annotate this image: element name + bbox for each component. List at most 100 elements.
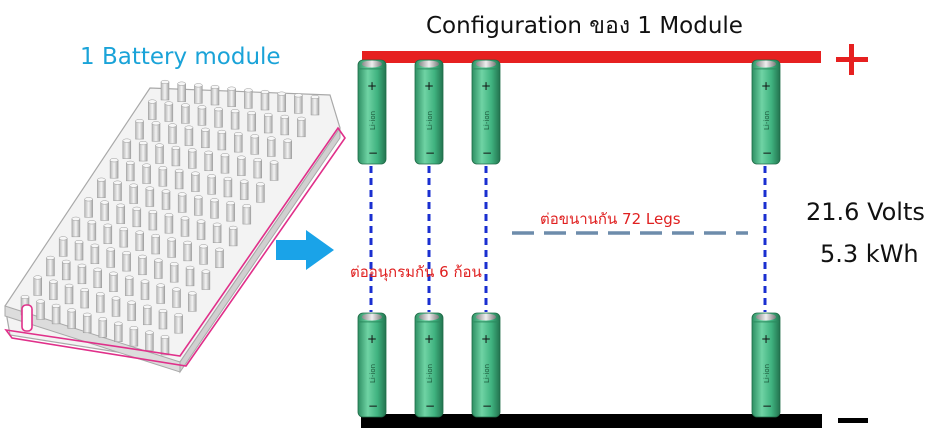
energy-spec: 5.3 kWh xyxy=(820,240,919,268)
module-cell-rod-top xyxy=(109,158,119,163)
module-cell-rod-top xyxy=(183,240,192,245)
module-cell-rod xyxy=(180,218,190,237)
module-cell-rod-top xyxy=(51,303,61,308)
module-cell-rod xyxy=(191,173,200,192)
module-cell-rod xyxy=(201,271,211,290)
module-cell-rod xyxy=(188,150,197,169)
module-cell-rod-top xyxy=(98,317,108,322)
module-cell-rod-top xyxy=(174,313,183,318)
module-cell-rod-top xyxy=(138,141,148,146)
module-cell-rod xyxy=(138,256,147,276)
module-cell-rod-top xyxy=(119,227,129,232)
module-cell-rod xyxy=(87,222,97,241)
module-cell-rod-top xyxy=(145,186,155,191)
module-cell-rod-top xyxy=(223,176,233,181)
module-cell-rod xyxy=(247,112,256,132)
module-cell-rod xyxy=(234,133,243,153)
module-cell-rod xyxy=(114,323,123,342)
module-cell-rod-top xyxy=(194,83,203,88)
module-cell-rod xyxy=(174,314,183,334)
parallel-label: ต่อขนานกัน 72 Legs xyxy=(540,210,681,228)
module-cell-rod-top xyxy=(226,201,235,206)
module-cell-rod xyxy=(210,86,220,106)
module-cell-rod xyxy=(230,110,240,130)
module-cell-rod xyxy=(184,127,194,146)
module-cell-rod xyxy=(223,178,233,198)
module-cell-rod-top xyxy=(280,114,290,119)
module-cell-rod xyxy=(204,152,213,172)
module-cell-rod xyxy=(160,81,170,101)
module-cell-rod xyxy=(49,281,58,300)
module-cell-rod xyxy=(90,245,100,264)
module-cell-rod-top xyxy=(256,182,265,187)
module-cell-rod xyxy=(256,184,265,203)
module-cell-rod-top xyxy=(116,203,126,208)
module-cell-rod-top xyxy=(122,138,132,143)
module-cell-rod-top xyxy=(227,86,236,91)
module-cell-rod-top xyxy=(100,200,109,205)
module-cell-rod-top xyxy=(61,259,71,264)
module-cell-rod xyxy=(194,197,203,216)
cell-top-2 xyxy=(414,59,444,165)
minus-terminal-icon xyxy=(838,418,868,423)
module-cell-rod-top xyxy=(148,99,157,104)
module-cell-rod-top xyxy=(185,265,195,270)
module-cell-rod-top xyxy=(253,157,262,163)
module-cell-rod xyxy=(227,88,236,107)
module-cell-rod-top xyxy=(228,225,238,230)
module-cell-rod-top xyxy=(82,312,92,317)
negative-bus-bar xyxy=(361,414,822,428)
module-cell-rod-top xyxy=(114,321,123,326)
module-cell-rod xyxy=(169,263,179,283)
module-cell-rod-top xyxy=(214,107,223,112)
plus-terminal-icon xyxy=(836,44,868,75)
module-cell-rod xyxy=(109,273,118,292)
arrow-icon xyxy=(276,230,334,270)
module-cell-rod-top xyxy=(180,216,190,221)
module-cell-rod-top xyxy=(106,247,116,252)
series-connection-lines xyxy=(369,166,767,312)
module-cell-rod xyxy=(199,246,208,265)
module-cell-rod xyxy=(263,114,273,134)
module-cell-rod-top xyxy=(263,112,273,118)
module-cell-rod-top xyxy=(74,240,84,245)
module-cell-rod xyxy=(237,157,246,176)
module-cell-rod xyxy=(155,145,164,164)
series-label: ต่ออนุกรมกัน 6 ก้อน xyxy=(350,263,482,281)
module-cell-rod-top xyxy=(84,197,93,202)
module-cell-rod-top xyxy=(122,251,131,256)
module-cell-rod xyxy=(185,267,195,287)
module-cell-rod-top xyxy=(172,287,181,292)
module-cell-rod xyxy=(260,91,270,111)
module-cell-rod-top xyxy=(177,81,186,86)
module-cell-rod-top xyxy=(111,296,121,301)
module-cell-rod-top xyxy=(199,244,208,249)
module-cell-rod-top xyxy=(154,258,163,263)
module-cell-rod-top xyxy=(129,326,139,331)
module-cell-rod-top xyxy=(210,84,220,90)
module-cell-rod xyxy=(122,252,131,272)
module-cell-rod-top xyxy=(204,150,213,155)
module-cell-rod-top xyxy=(217,129,227,134)
module-cell-rod xyxy=(151,123,161,142)
module-cell-rod-top xyxy=(64,283,74,288)
module-cell-rod-top xyxy=(220,153,230,158)
module-cell-rod-top xyxy=(250,134,260,139)
module-cell-rod-top xyxy=(46,255,55,260)
module-cell-rod-top xyxy=(158,166,168,171)
module-cell-rod xyxy=(140,281,150,300)
module-cell-rod xyxy=(177,194,187,213)
module-cell-rod-top xyxy=(169,262,179,267)
module-cell-rod xyxy=(113,182,122,201)
cell-top-1 xyxy=(357,59,387,165)
module-cell-rod xyxy=(239,181,249,200)
module-cell-rod xyxy=(217,131,227,151)
module-cell-rod-top xyxy=(96,292,105,297)
module-cell-rod-top xyxy=(127,300,136,305)
module-cell-rod xyxy=(158,310,168,330)
module-cell-rod-top xyxy=(191,171,200,176)
module-cell-rod xyxy=(51,305,61,325)
module-cell-rod xyxy=(183,242,192,262)
module-cell-rod xyxy=(267,138,276,157)
module-cell-rod xyxy=(253,159,262,179)
